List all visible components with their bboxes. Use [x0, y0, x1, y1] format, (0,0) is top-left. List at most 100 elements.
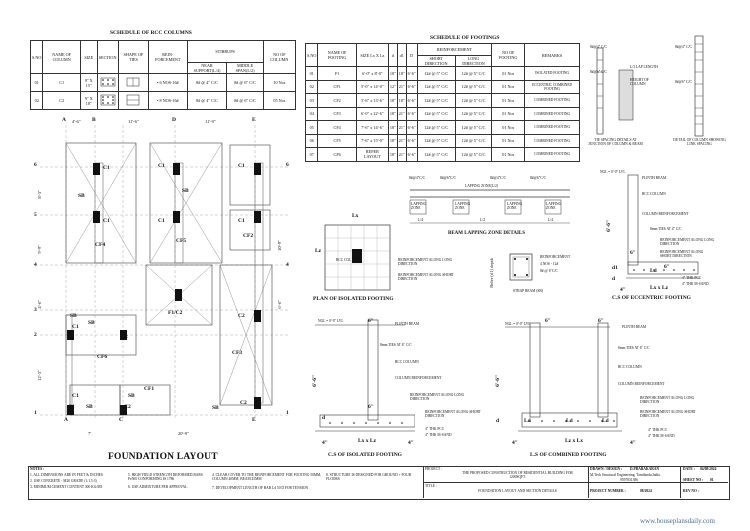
title-label: TITLE : [425, 484, 437, 488]
foundation-layout-drawing [40, 125, 290, 420]
label-sb: SB [212, 405, 219, 411]
strap-refer: Refer (d1) depth [489, 258, 494, 288]
comb-dim-8: Ld [602, 418, 609, 424]
label-cf6: CF6 [97, 354, 108, 360]
col-detail-title-2: DETAIL OF COLUMN SHOWING LINK SPACING [673, 138, 726, 146]
comb-dim-10: 4" [630, 440, 636, 446]
column-detail-drawing [596, 35, 704, 137]
grid-1-right: 1 [286, 410, 289, 416]
isocs-dim-3: 4" [322, 440, 328, 446]
lapping-title: BEAM LAPPING ZONE DETAILS [448, 231, 526, 236]
grid-d: D [172, 117, 176, 123]
dim-left-4: 12'-3" [37, 370, 42, 381]
col-rebar-1: 8#@4" C/C [590, 45, 607, 49]
lap-zone-1: LAPPING ZONE [411, 202, 427, 210]
project-text: THE PROPOSED CONSTRUCTION OF RESIDENTIAL… [462, 471, 573, 479]
iso-lz: Lz [315, 248, 322, 254]
col-rebar-4: 8#@6" C/C [675, 80, 692, 84]
isocs-dim-4: Lx x Lz [358, 438, 377, 444]
lap-rebar-2: 8#@6"C/C [440, 176, 456, 180]
comb-ngl: NGL = 0'-0" LVL [505, 322, 531, 326]
label-sb: SB [128, 393, 135, 399]
rcc-h-rein: REIN- FORCEMENT [148, 40, 188, 74]
isocs-note-4: COLUMN REINFORCEMENT [395, 376, 442, 380]
note-1: 1. ALL DIMENSIONS ARE IN FEET & INCHES [30, 473, 103, 477]
table-row: 02 C2 9" X 18" • 8 NOS-16# 8# @ 4" C/C 8… [29, 91, 297, 110]
ecc-dim-6: Ld [650, 268, 657, 274]
ecc-dim-5: Lx x Lz [650, 285, 669, 291]
section-sketch [96, 73, 119, 92]
comb-note-8: 4" THK M-SAND [648, 434, 675, 438]
pn-label: PROJECT NUMBER : [590, 489, 626, 493]
label-c1: C1 [72, 324, 79, 330]
col-rebar-2: 8#@6" C/C [590, 70, 607, 74]
lap-rebar-1: 8#@4"C/C [409, 176, 425, 180]
watermark: www.houseplansdaily.com [640, 517, 715, 525]
grid-b: B [92, 117, 96, 123]
comb-note-1: PLINTH BEAM [622, 325, 647, 329]
comb-title: L.S OF COMBINED FOOTING [530, 452, 607, 458]
rcc-h-section: SECTION [96, 40, 119, 74]
isocs-note-8: 4" THK M-SAND [425, 433, 452, 437]
ecc-dim-1: 6'-6" [606, 220, 612, 232]
dim-right-2: 6'-6" [277, 300, 282, 309]
comb-note-6: REINFORCEMENT ALONG SHORT DIRECTION [640, 410, 696, 418]
isocs-note-5: REINFORCEMENT ALONG LONG DIRECTION [410, 393, 465, 401]
isolated-cs-drawing [315, 319, 415, 432]
label-c1: C1 [238, 218, 245, 224]
ecc-note-6: REINFORCEMENT ALONG SHORT DIRECTION [660, 250, 704, 258]
comb-dim-5: Lz x Lx [565, 438, 584, 444]
ties-sketch [117, 91, 150, 110]
note-4: 4. CLEAR COVER TO THE REINFORCEMENT FOR … [212, 473, 322, 481]
label-sb: SB [88, 320, 95, 326]
grid-2: 2 [34, 332, 37, 338]
ecc-note-2: RCC COLUMN [642, 192, 666, 196]
lap-l2: L/2 [480, 218, 485, 222]
dim-left-2: 9'-9" [37, 245, 42, 254]
grid-1: 1 [34, 410, 37, 416]
isocs-dim-1: 6'-6" [312, 375, 318, 387]
iso-note-1: REINFORCEMENT ALONG LONG DIRECTION [398, 258, 453, 266]
label-c2: C2 [124, 404, 131, 410]
label-c2: C2 [121, 334, 128, 340]
label-c2: C2 [240, 400, 247, 406]
ecc-dim-2: 6" [630, 250, 636, 256]
rcc-h-mid: MIDDLE SPAN(L/2) [226, 62, 264, 74]
label-cf4: CF4 [95, 242, 106, 248]
grid-a: A [62, 117, 66, 123]
label-c1: C1 [103, 218, 110, 224]
strap-beam-drawing [509, 253, 533, 281]
iso-rcc-col: RCC COL [336, 258, 352, 262]
dim-top-3: 11'-9" [205, 119, 216, 124]
rcc-schedule-table: S.NO NAME OF COLUMN SIZE SECTION SHAPE O… [29, 40, 297, 110]
title-block [28, 466, 730, 500]
col-detail-title-1: TIE SPACING DETAILS AT JUNCTION OF COLUM… [588, 138, 643, 146]
foundation-layout-title: FOUNDATION LAYOUT [108, 452, 218, 462]
combined-ls-drawing [505, 322, 622, 432]
lap-l4-2: L/4 [548, 218, 553, 222]
table-row: 01 C1 9" X 15" • 6 NOS-16# 8# @ 4" C/C 8… [29, 73, 297, 92]
dim-bottom-1: 7' [88, 431, 92, 436]
iso-plan-title: PLAN OF ISOLATED FOOTING [313, 296, 394, 302]
grid-3: 3 [34, 307, 37, 313]
ecc-dim-4: 4" [620, 287, 626, 293]
label-c1: C1 [103, 165, 110, 171]
comb-note-3: RCC COLUMN [618, 365, 642, 369]
label-cf5: CF5 [176, 238, 187, 244]
firm: M.Tech Structural Engineering, Tamilnadu… [590, 473, 661, 477]
col-lap: L/3 LAP LENGTH [630, 65, 658, 69]
note-2: 2. USE CONCRETE - M20 GRADE (1:1.5:3) [30, 479, 97, 483]
isocs-dim-6: 6" [368, 404, 374, 410]
isocs-dim-7: 4" [408, 440, 414, 446]
dim-right-1: 10'-9" [277, 240, 282, 251]
lap-l4-1: L/4 [418, 218, 423, 222]
date-label: DATE : [683, 467, 695, 471]
note-7: 7. DEVELOPMENT LENGTH OF BAR Ld 50 D FOR… [212, 486, 309, 490]
dim-left-3: 4'-6" [37, 300, 42, 309]
date-value: 04/08/2024 [700, 467, 717, 471]
ecc-title: C.S OF ECCENTRIC FOOTING [612, 295, 691, 301]
ecc-note-1: PLINTH BEAM [642, 176, 667, 180]
